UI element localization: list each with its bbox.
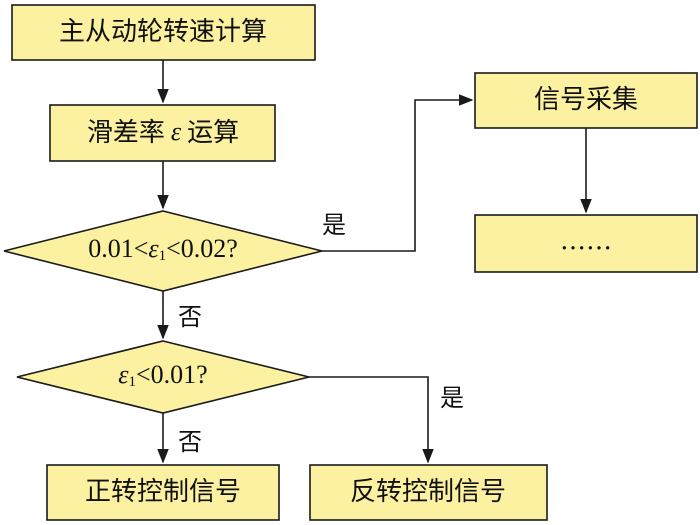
edge-label-decision1-no: 否 — [178, 303, 202, 331]
edge-decision1-yes — [322, 94, 474, 252]
cond2-sub-text: 1 — [129, 374, 137, 390]
slip-suffix-text: 运算 — [187, 118, 239, 148]
node-ellipsis: …… — [474, 214, 698, 273]
node-reverse-signal: 反转控制信号 — [309, 464, 548, 521]
cond1-eps-text: ε — [148, 234, 159, 263]
cond1-right-text: <0.02? — [166, 234, 238, 263]
node-speed-calculation: 主从动轮转速计算 — [11, 4, 316, 61]
edge-label-decision2-no: 否 — [178, 428, 202, 456]
node-signal-collection-label: 信号采集 — [534, 85, 638, 115]
decision-range-label: 0.01<ε1<0.02? — [88, 234, 238, 264]
slip-prefix-text: 滑差率 — [87, 118, 165, 148]
node-ellipsis-label: …… — [560, 226, 612, 256]
cond2-right-text: <0.01? — [136, 360, 208, 389]
edge-decision2-yes — [309, 376, 434, 464]
node-forward-signal: 正转控制信号 — [46, 464, 280, 521]
node-forward-signal-label: 正转控制信号 — [85, 477, 241, 507]
node-decision-low: ε1<0.01? — [16, 340, 310, 414]
node-speed-calculation-label: 主从动轮转速计算 — [59, 17, 267, 47]
decision-low-label: ε1<0.01? — [118, 360, 207, 390]
slip-symbol-text: ε — [171, 117, 182, 146]
edge-label-decision1-yes: 是 — [322, 211, 346, 239]
node-signal-collection: 信号采集 — [474, 72, 698, 129]
edge-label-decision2-yes: 是 — [440, 384, 464, 412]
cond2-eps-text: ε — [118, 360, 129, 389]
cond1-sub-text: 1 — [159, 248, 167, 264]
cond1-left-text: 0.01< — [88, 234, 148, 263]
node-decision-range: 0.01<ε1<0.02? — [3, 210, 323, 292]
node-reverse-signal-label: 反转控制信号 — [350, 477, 506, 507]
